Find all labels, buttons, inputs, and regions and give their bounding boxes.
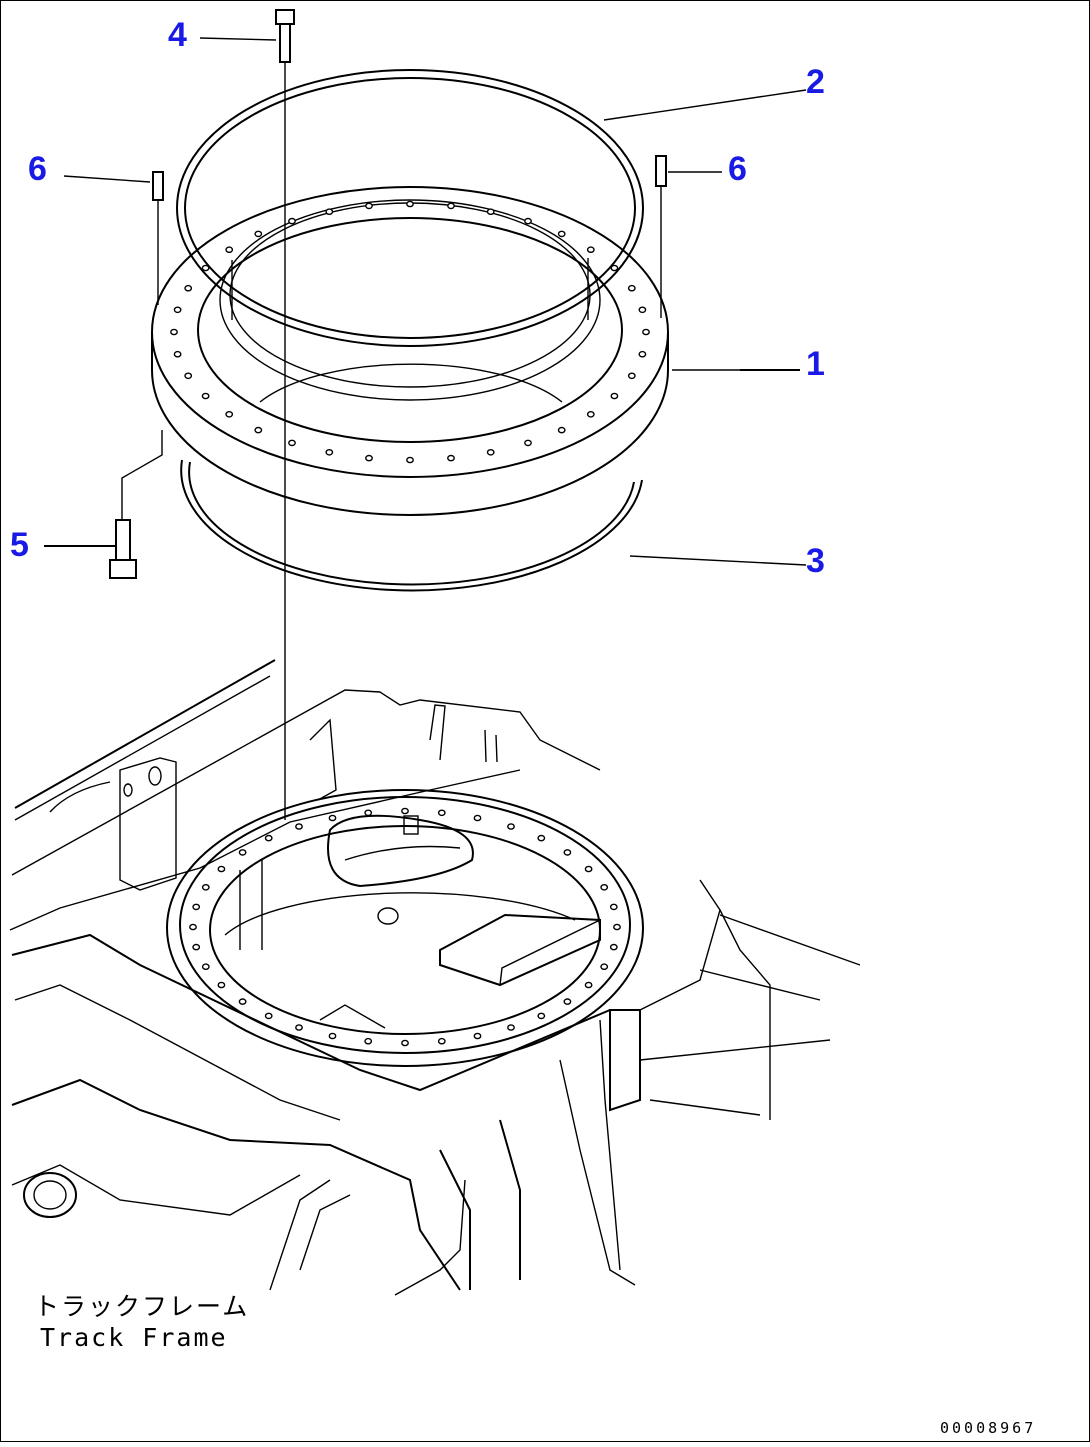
- bolt-hole: [437, 809, 446, 817]
- upper-seal-ring: [176, 69, 644, 347]
- bolt-hole: [217, 865, 226, 873]
- bolt-hole: [288, 439, 296, 447]
- bolt-hole: [364, 809, 373, 817]
- bolt-hole: [238, 998, 247, 1005]
- bolt-hole: [557, 230, 566, 238]
- bolt-hole: [201, 392, 210, 400]
- bolt-hole: [507, 823, 515, 830]
- bolt-hole: [600, 884, 609, 891]
- bolt-hole: [406, 456, 414, 464]
- bolt-hole: [238, 849, 247, 856]
- bolt-hole: [627, 372, 636, 380]
- bolt-hole: [537, 834, 546, 842]
- bolt-hole: [170, 328, 178, 336]
- bolt-hole: [201, 884, 210, 891]
- bolt-4: [275, 9, 295, 820]
- bolt-hole: [254, 230, 263, 238]
- callout-6-left: 6: [28, 150, 47, 188]
- callout-2: 2: [806, 63, 825, 101]
- bolt-hole: [401, 1039, 409, 1047]
- callout-5: 5: [10, 526, 29, 564]
- leader-lines: [44, 37, 807, 566]
- bolt-hole: [264, 834, 273, 842]
- bolt-hole: [325, 448, 334, 456]
- bolt-hole: [173, 350, 182, 358]
- bolt-hole: [328, 814, 337, 822]
- bolt-hole: [486, 208, 495, 215]
- mounting-ring-bolt-holes: [189, 807, 621, 1047]
- bolt-hole: [586, 410, 595, 418]
- bolt-hole: [507, 1024, 515, 1031]
- bolt-hole: [638, 350, 647, 358]
- bolt-hole: [437, 1037, 446, 1045]
- bolt-hole: [225, 410, 234, 418]
- bolt-hole: [609, 903, 618, 911]
- bolt-hole: [173, 306, 182, 314]
- bolt-hole: [364, 1037, 373, 1045]
- bolt-hole: [365, 454, 373, 462]
- bolt-hole: [328, 1032, 337, 1040]
- bolt-hole: [563, 849, 572, 856]
- frame-mounting-ring: [166, 789, 644, 1067]
- bolt-hole: [486, 448, 495, 456]
- bolt-hole: [217, 981, 226, 989]
- bolt-hole: [447, 454, 455, 462]
- caption-japanese: トラックフレーム: [34, 1292, 249, 1321]
- callout-6-right: 6: [728, 150, 747, 188]
- dowel-pin-right: [655, 155, 667, 318]
- bolt-hole: [610, 264, 619, 272]
- bolt-hole: [627, 284, 636, 292]
- bolt-hole: [288, 217, 296, 225]
- bolt-hole: [586, 246, 595, 253]
- bolt-hole: [609, 943, 618, 951]
- bolt-hole: [264, 1012, 273, 1020]
- swing-circle: [151, 186, 669, 516]
- bolt-hole: [600, 963, 609, 971]
- bolt-hole: [254, 426, 263, 434]
- bolt-hole: [473, 814, 482, 822]
- bolt-hole: [642, 328, 650, 336]
- bolt-hole: [524, 217, 532, 225]
- callout-3: 3: [806, 542, 825, 580]
- bolt-hole: [610, 392, 619, 400]
- bolt-hole: [192, 943, 201, 951]
- bolt-hole: [613, 923, 621, 931]
- bolt-hole: [638, 306, 647, 314]
- bolt-hole: [447, 202, 455, 210]
- bolt-hole: [584, 865, 593, 873]
- callout-1: 1: [806, 345, 825, 383]
- bolt-hole: [201, 264, 210, 272]
- bolt-hole: [225, 246, 234, 253]
- bolt-hole: [192, 903, 201, 911]
- bolt-hole: [473, 1032, 482, 1040]
- dowel-pin-left: [152, 171, 164, 305]
- bolt-hole: [201, 963, 210, 971]
- bolt-hole: [584, 981, 593, 989]
- swing-circle-bolt-holes: [170, 200, 650, 464]
- bolt-hole: [563, 998, 572, 1005]
- document-id: 00008967: [940, 1419, 1036, 1437]
- callout-4: 4: [168, 16, 187, 54]
- bolt-hole: [295, 823, 303, 830]
- bolt-hole: [401, 807, 409, 815]
- bolt-hole: [325, 208, 334, 215]
- bolt-hole: [524, 439, 532, 447]
- bolt-5: [109, 430, 163, 579]
- lower-seal-ring: [180, 459, 643, 592]
- bolt-hole: [184, 372, 193, 380]
- bolt-hole: [295, 1024, 303, 1031]
- bolt-hole: [365, 202, 373, 210]
- bolt-hole: [184, 284, 193, 292]
- bolt-hole: [189, 923, 197, 931]
- bolt-hole: [406, 200, 414, 208]
- bolt-hole: [557, 426, 566, 434]
- bolt-hole: [537, 1012, 546, 1020]
- caption-english: Track Frame: [40, 1323, 228, 1352]
